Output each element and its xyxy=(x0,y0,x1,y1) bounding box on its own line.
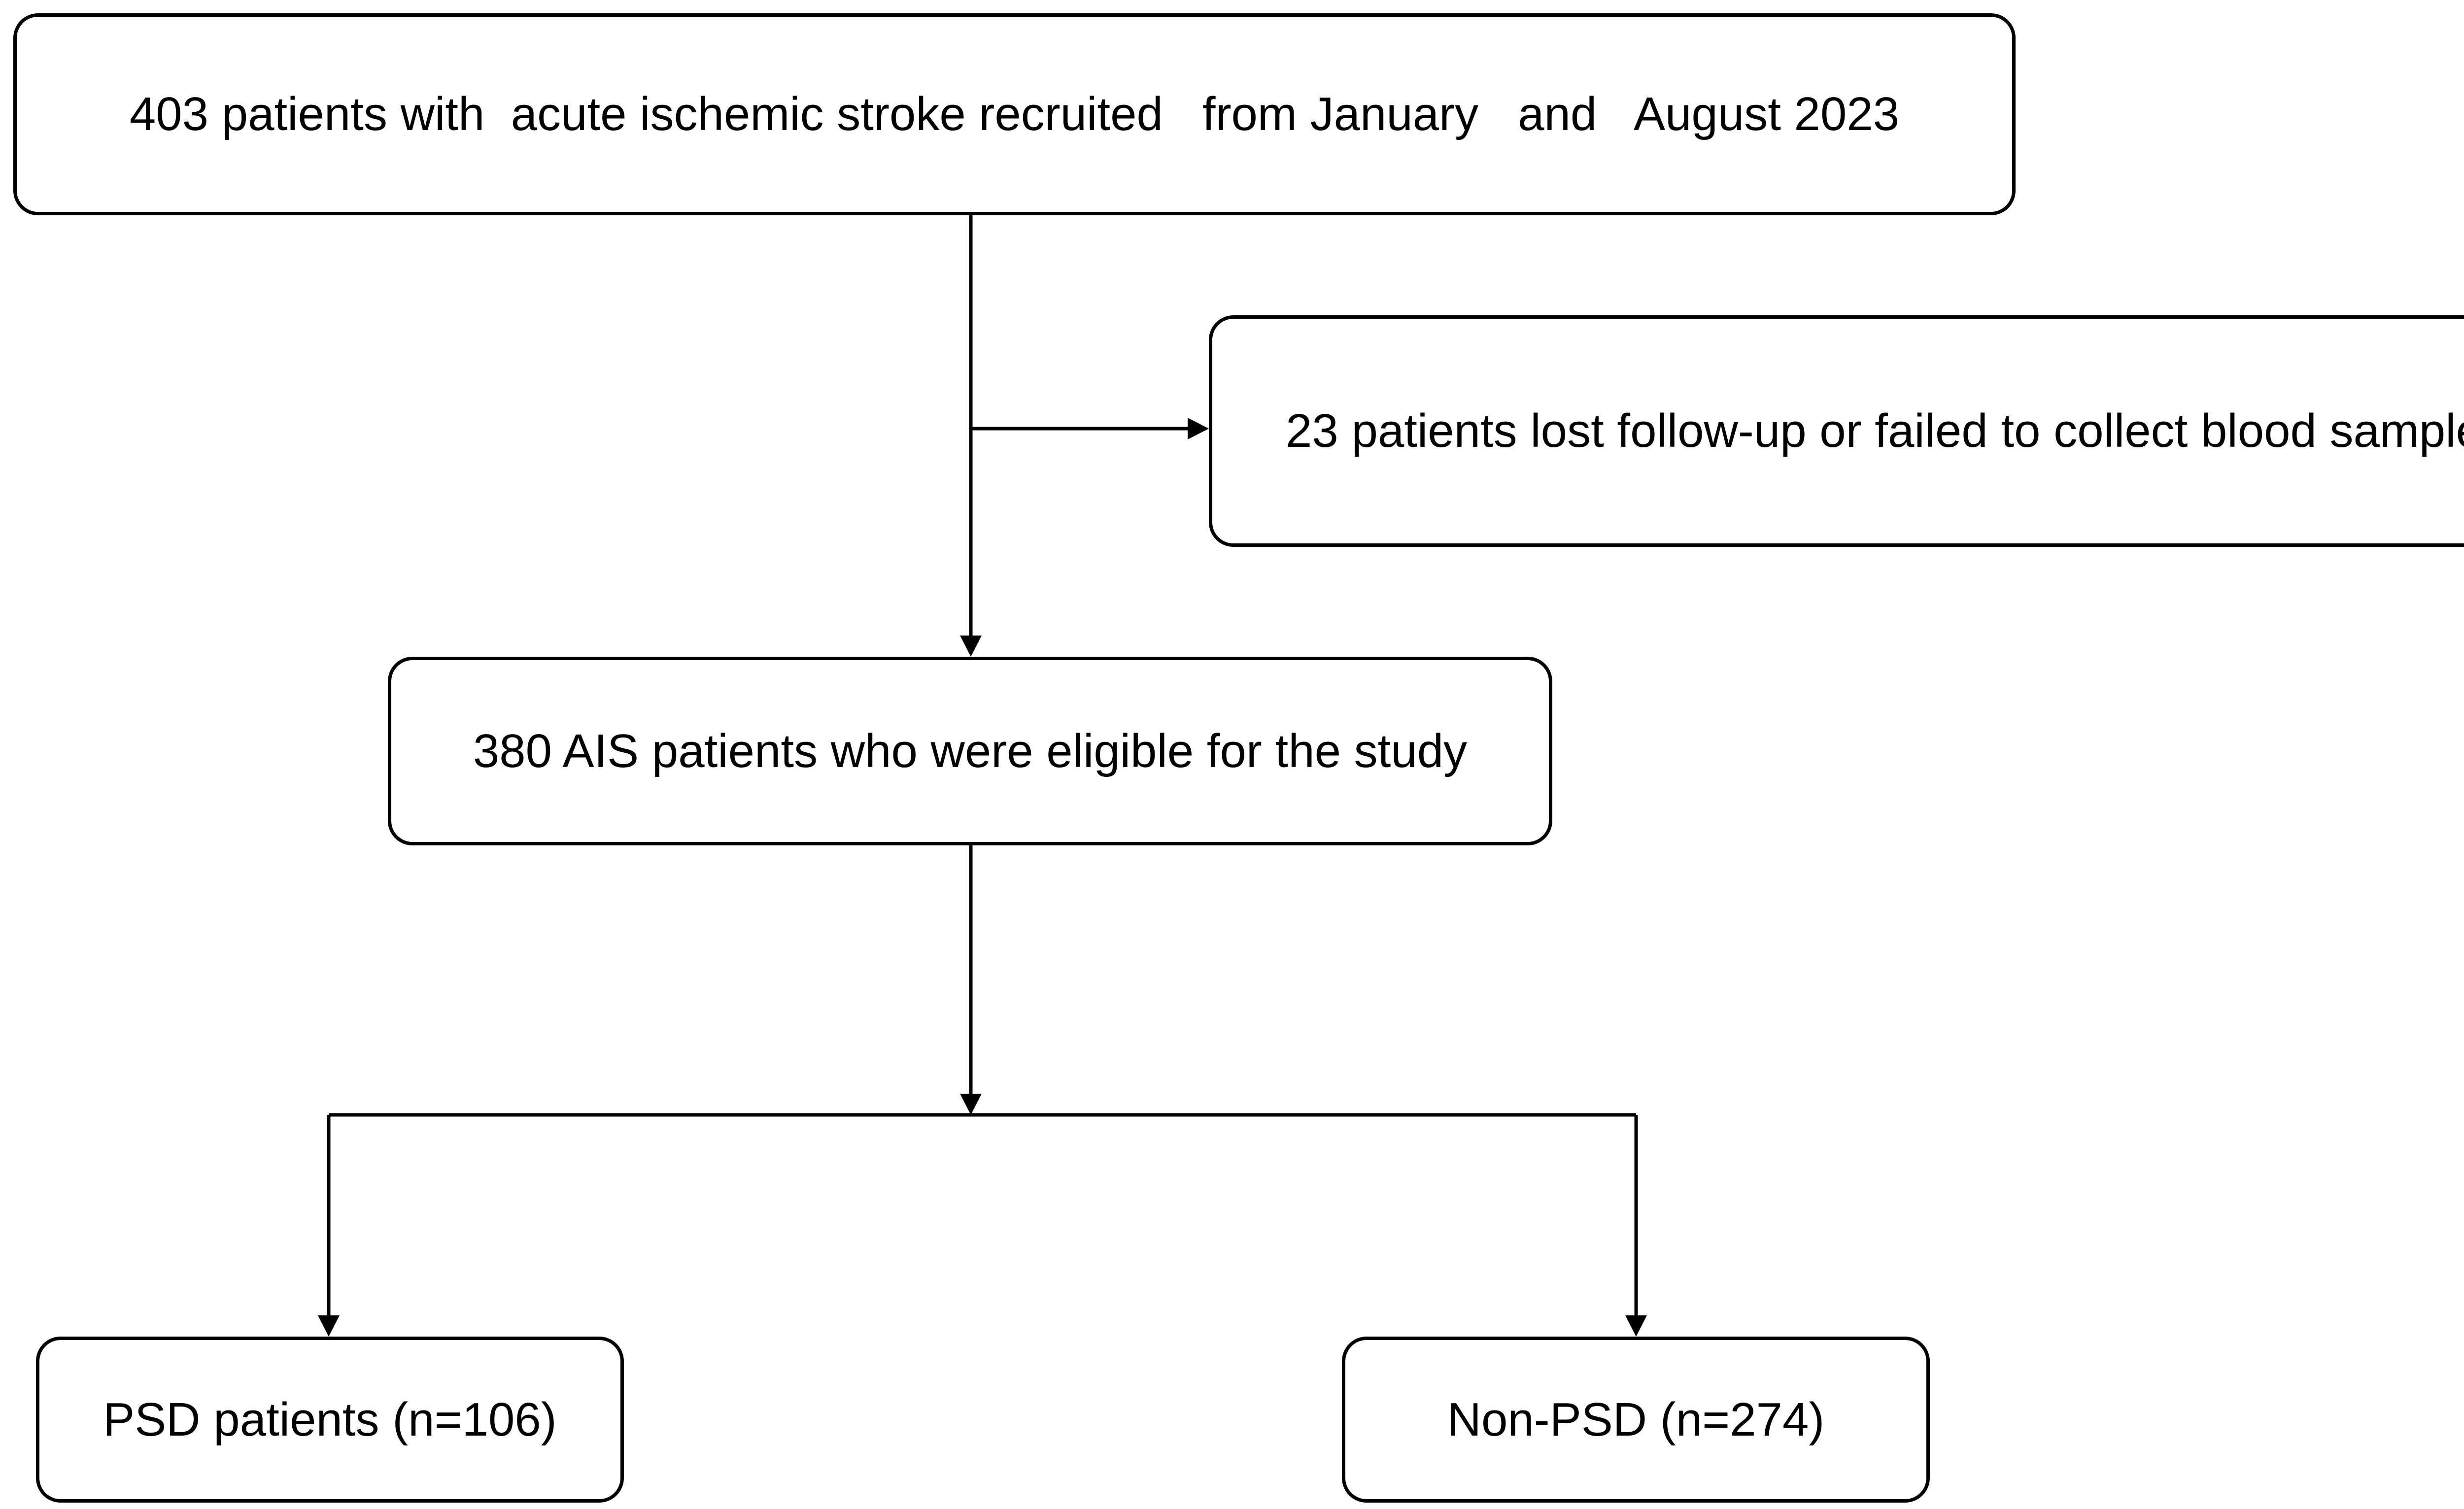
node-excluded-label: 23 patients lost follow-up or failed to … xyxy=(1285,404,2464,458)
arrow-to-excluded xyxy=(1188,418,1209,439)
node-psd-label: PSD patients (n=106) xyxy=(103,1393,557,1446)
arrow-to-eligible xyxy=(960,636,982,657)
arrow-to-psd xyxy=(318,1315,340,1337)
arrow-to-split xyxy=(960,1094,982,1115)
node-psd: PSD patients (n=106) xyxy=(36,1337,624,1503)
arrow-to-non-psd xyxy=(1625,1315,1647,1337)
node-recruited-label: 403 patients with acute ischemic stroke … xyxy=(129,88,1900,141)
node-non-psd: Non-PSD (n=274) xyxy=(1342,1337,1930,1503)
node-non-psd-label: Non-PSD (n=274) xyxy=(1447,1393,1825,1446)
node-eligible-label: 380 AIS patients who were eligible for t… xyxy=(473,724,1468,777)
node-recruited: 403 patients with acute ischemic stroke … xyxy=(13,13,2016,215)
node-eligible: 380 AIS patients who were eligible for t… xyxy=(388,657,1552,845)
node-excluded: 23 patients lost follow-up or failed to … xyxy=(1209,315,2464,547)
